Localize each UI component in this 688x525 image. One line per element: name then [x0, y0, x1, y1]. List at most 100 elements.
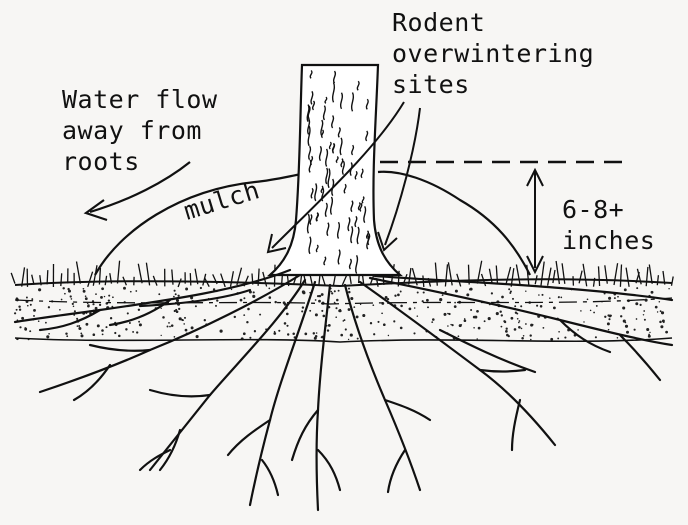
soil-dot: [372, 304, 374, 306]
soil-dot: [16, 309, 18, 311]
soil-dot: [625, 322, 626, 323]
soil-dot: [319, 295, 321, 297]
soil-dot: [97, 324, 100, 327]
soil-dot: [454, 302, 456, 304]
soil-dot: [269, 296, 272, 299]
soil-dot: [253, 291, 255, 293]
soil-dot: [580, 310, 582, 312]
soil-dot: [609, 314, 612, 317]
soil-dot: [536, 305, 538, 307]
soil-dot: [560, 297, 562, 299]
grass-blade: [506, 267, 510, 284]
soil-dot: [400, 327, 403, 330]
soil-dot: [417, 291, 419, 293]
soil-dot: [530, 324, 533, 327]
soil-dot: [27, 305, 29, 307]
soil-dot: [330, 291, 332, 293]
soil-dot: [309, 310, 311, 312]
soil-dot: [550, 338, 553, 341]
soil-dot: [651, 291, 654, 294]
soil-dot: [508, 288, 510, 290]
soil-dot: [100, 296, 103, 299]
soil-dot: [348, 288, 350, 290]
soil-dot: [659, 301, 661, 303]
soil-dot: [617, 337, 619, 339]
soil-dot: [587, 298, 589, 300]
grass-blade: [221, 274, 226, 287]
rodent-sites-label-line: overwintering: [392, 38, 594, 69]
soil-dot: [284, 322, 287, 325]
soil-dot: [19, 326, 21, 328]
soil-dot: [388, 335, 389, 336]
soil-dot: [517, 318, 519, 320]
soil-dot: [321, 293, 324, 296]
soil-dot: [348, 291, 350, 293]
soil-dot: [322, 315, 325, 318]
soil-dot: [247, 308, 250, 311]
soil-dot: [353, 306, 355, 308]
soil-dot: [108, 295, 110, 297]
soil-dot: [110, 317, 112, 319]
soil-dot: [617, 296, 619, 298]
soil-dot: [138, 309, 140, 311]
soil-dot: [196, 335, 199, 338]
soil-dot: [99, 304, 101, 306]
soil-dot: [259, 314, 261, 316]
soil-dot: [177, 295, 179, 297]
grass-blade: [190, 273, 191, 285]
soil-dot: [377, 321, 379, 323]
soil-dot: [85, 323, 88, 326]
soil-dot: [29, 330, 31, 332]
grass-blade: [626, 268, 629, 287]
soil-dot: [274, 301, 276, 303]
soil-dot: [423, 291, 425, 293]
soil-dot: [178, 308, 180, 310]
soil-dot: [557, 337, 559, 339]
soil-dot: [348, 339, 349, 340]
soil-dot: [240, 299, 243, 302]
soil-dot: [93, 333, 96, 336]
soil-dot: [643, 310, 645, 312]
soil-dot: [191, 326, 194, 329]
soil-dot: [525, 323, 527, 325]
soil-dot: [66, 335, 68, 337]
soil-dot: [646, 328, 649, 331]
soil-dot: [469, 288, 471, 290]
soil-dot: [127, 312, 129, 314]
soil-dot: [160, 308, 161, 309]
soil-dot: [661, 311, 664, 314]
soil-dot: [530, 339, 532, 341]
soil-dot: [523, 335, 525, 337]
soil-dot: [286, 325, 288, 327]
soil-dot: [92, 303, 94, 305]
soil-dot: [491, 292, 493, 294]
soil-dot: [538, 294, 540, 296]
soil-dot: [521, 337, 524, 340]
soil-dot: [161, 335, 162, 336]
grass-blade: [583, 264, 587, 287]
soil-dot: [501, 326, 503, 328]
soil-stipple: [14, 287, 670, 341]
grass-blade: [579, 271, 582, 284]
soil-dot: [542, 327, 544, 329]
soil-dot: [518, 322, 520, 324]
soil-dot: [668, 288, 669, 289]
soil-dot: [511, 317, 514, 320]
soil-dot: [345, 328, 347, 330]
soil-dot: [501, 314, 503, 316]
soil-dot: [357, 338, 359, 340]
soil-dot: [373, 333, 375, 335]
soil-dot: [448, 313, 450, 315]
soil-dot: [607, 322, 610, 325]
grass-blade: [445, 264, 447, 286]
grass-blade: [516, 265, 520, 286]
soil-dot: [640, 304, 642, 306]
soil-dot: [81, 334, 84, 337]
soil-dot: [634, 329, 636, 331]
soil-dot: [362, 314, 365, 317]
soil-dot: [624, 288, 627, 291]
soil-dot: [558, 331, 560, 333]
soil-dot: [254, 330, 256, 332]
water-flow-label: Water flow away from roots: [62, 84, 218, 177]
soil-dot: [87, 305, 90, 308]
